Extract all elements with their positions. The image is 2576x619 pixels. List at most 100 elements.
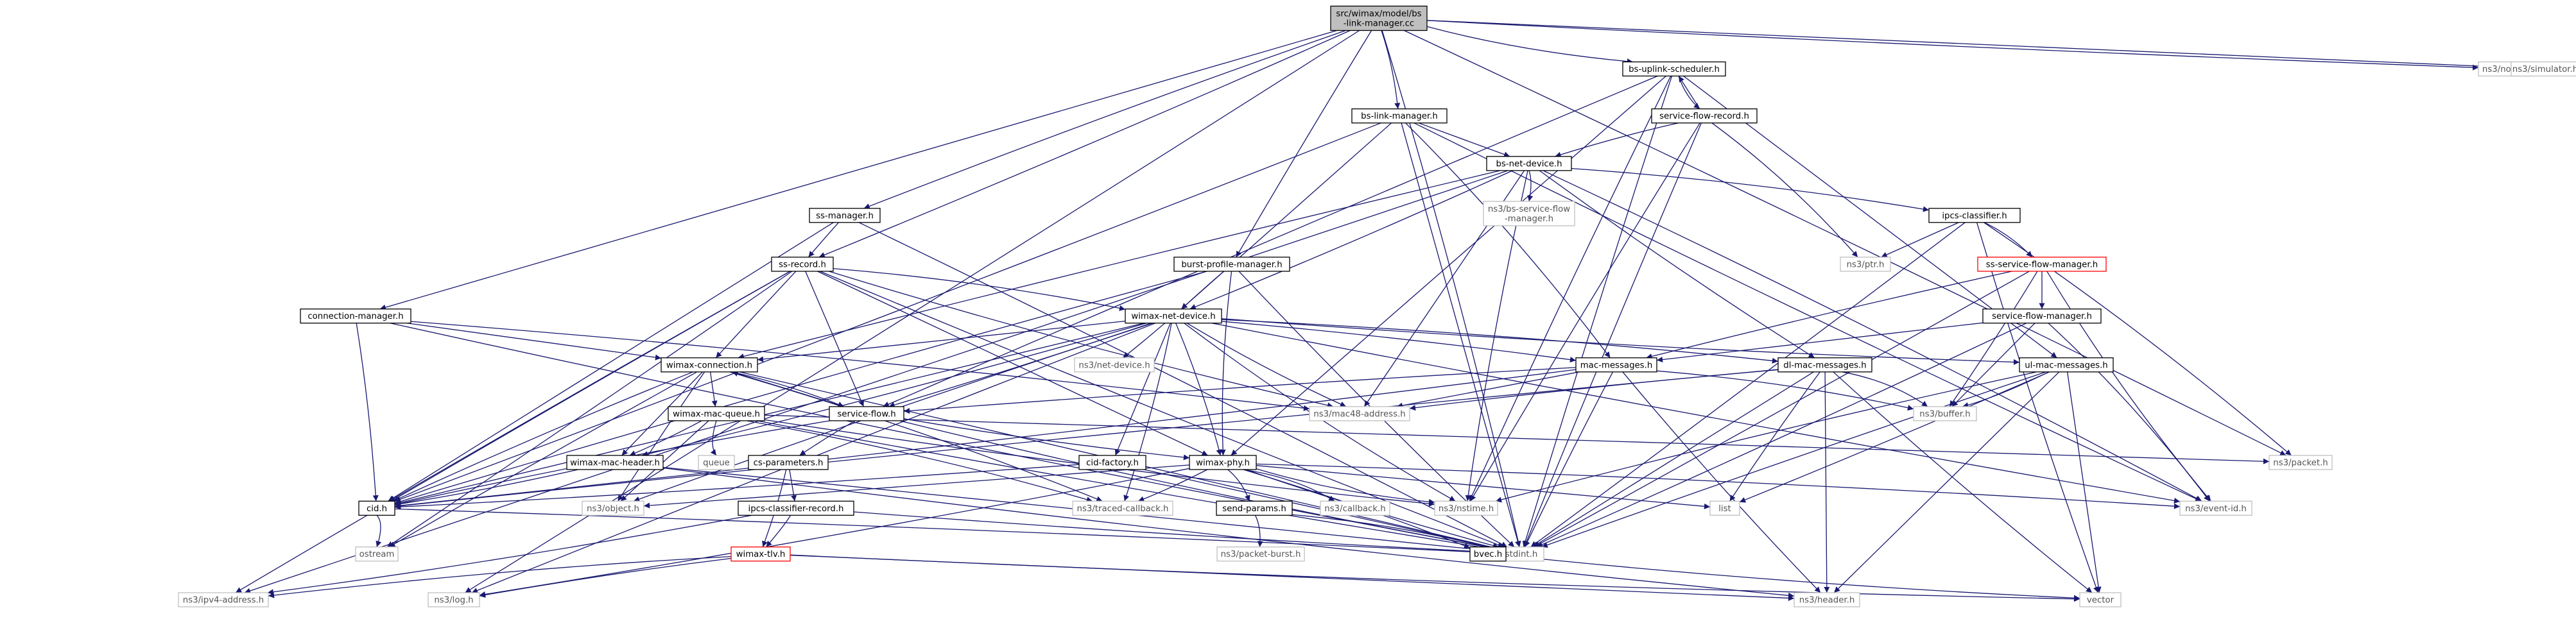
edge-mac-messages-h-to-ns3-mac48-address-h [1396, 371, 1580, 409]
node-connection-manager-h[interactable]: connection-manager.h [300, 309, 411, 324]
edge-ss-manager-h-to-cid-h [388, 222, 834, 502]
node-ns3-packet-h: ns3/packet.h [2269, 455, 2333, 470]
node-cid-h[interactable]: cid.h [358, 500, 395, 516]
node-box [1928, 208, 2021, 223]
edge-wimax-net-device-h-to-ul-mac-messages-h [1221, 318, 2020, 366]
node-box [1840, 257, 1891, 272]
edge-dl-mac-messages-h-to-ns3-header-h [1824, 371, 1830, 593]
edge-service-flow-record-h-to-bs-net-device-h [1555, 123, 1679, 158]
node-ns3-log-h: ns3/log.h [428, 592, 480, 607]
edge-bs-net-device-h-to-ns3-bs-service-flow-manager-h [1527, 170, 1534, 202]
edge-ul-mac-messages-h-to-ns3-buffer-h [1962, 371, 2049, 408]
edge-ul-mac-messages-h-to-stdint-h [1541, 371, 2046, 548]
node-cid-factory-h[interactable]: cid-factory.h [1078, 455, 1146, 470]
node-burst-profile-manager-h[interactable]: burst-profile-manager.h [1173, 257, 1290, 272]
node-ss-manager-h[interactable]: ss-manager.h [809, 208, 881, 223]
node-ipcs-classifier-h[interactable]: ipcs-classifier.h [1928, 208, 2021, 223]
node-cs-parameters-h[interactable]: cs-parameters.h [748, 455, 829, 470]
edge-ss-manager-h-to-stdint-h [858, 222, 1508, 548]
edge-root-to-connection-manager-h [379, 30, 1337, 310]
edge-dl-mac-messages-h-to-ns3-buffer-h [1842, 371, 1928, 407]
edge-connection-manager-h-to-ns3-mac48-address-h [410, 321, 1310, 411]
edge-ss-manager-h-to-ss-record-h [808, 222, 839, 258]
edge-wimax-net-device-h-to-ns3-net-device-h [1122, 323, 1166, 359]
edge-wimax-phy-h-to-ns3-object-h [643, 464, 1190, 509]
node-box [809, 208, 881, 223]
node-wimax-tlv-h[interactable]: wimax-tlv.h [730, 547, 791, 562]
edge-mac-messages-h-to-service-flow-h [903, 367, 1577, 414]
node-service-flow-record-h[interactable]: service-flow-record.h [1651, 108, 1758, 124]
node-ns3-callback-h: ns3/callback.h [1320, 500, 1390, 516]
edge-bs-uplink-scheduler-h-to-stdint-h [1522, 76, 1673, 547]
node-dl-mac-messages-h[interactable]: dl-mac-messages.h [1777, 357, 1872, 373]
edge-service-flow-manager-h-to-stdint-h [1536, 323, 2027, 548]
node-box [566, 455, 664, 470]
node-wimax-mac-queue-h[interactable]: wimax-mac-queue.h [668, 406, 765, 421]
node-wimax-phy-h[interactable]: wimax-phy.h [1189, 455, 1257, 470]
node-label: send-params.h [1222, 504, 1286, 514]
node-label: ul-mac-messages.h [2025, 360, 2107, 370]
edge-wimax-mac-header-h-to-cid-h [394, 469, 578, 507]
node-box [178, 592, 269, 607]
edge-wimax-mac-queue-h-to-ns3-object-h [620, 420, 709, 502]
node-box [1309, 406, 1410, 421]
node-wimax-mac-header-h[interactable]: wimax-mac-header.h [566, 455, 664, 470]
edge-wimax-mac-queue-h-to-queue [710, 420, 717, 456]
node-send-params-h[interactable]: send-params.h [1216, 500, 1293, 516]
edge-wimax-net-device-h-to-ns3-event-id-h [1211, 323, 2181, 504]
node-bvec-h[interactable]: bvec.h [1469, 547, 1507, 562]
edge-wimax-net-device-h-to-service-flow-h [888, 323, 1152, 408]
node-bs-net-device-h[interactable]: bs-net-device.h [1486, 156, 1572, 171]
node-bs-uplink-scheduler-h[interactable]: bs-uplink-scheduler.h [1622, 61, 1726, 77]
node-box [2079, 592, 2122, 607]
edge-ul-mac-messages-h-to-ns3-nstime-h [1495, 371, 2037, 503]
node-box [1173, 257, 1290, 272]
node-box [1189, 455, 1257, 470]
node-bs-link-manager-h[interactable]: bs-link-manager.h [1351, 108, 1448, 124]
node-mac-messages-h[interactable]: mac-messages.h [1575, 357, 1657, 373]
node-box [2179, 500, 2252, 516]
node-ss-service-flow-manager-h[interactable]: ss-service-flow-manager.h [1977, 257, 2107, 272]
edge-wimax-connection-h-to-cid-h [393, 371, 693, 502]
node-ul-mac-messages-h[interactable]: ul-mac-messages.h [2019, 357, 2114, 373]
edge-ss-service-flow-manager-h-to-ns3-event-id-h [2046, 271, 2211, 502]
node-label: bs-net-device.h [1496, 159, 1562, 169]
edge-ss-service-flow-manager-h-to-mac-messages-h [1646, 271, 2012, 359]
node-box [1575, 357, 1657, 373]
edge-wimax-mac-queue-h-to-stdint-h [756, 420, 1500, 552]
node-label: -link-manager.cc [1344, 19, 1415, 29]
node-service-flow-h[interactable]: service-flow.h [829, 406, 904, 421]
node-box [428, 592, 480, 607]
node-label: ns3/ipv4-address.h [183, 596, 264, 606]
node-box [582, 500, 644, 516]
node-box [1982, 309, 2102, 324]
node-box [1483, 201, 1575, 226]
node-label: service-flow-manager.h [1992, 312, 2092, 321]
node-root: src/wimax/model/bs-link-manager.cc [1330, 5, 1428, 31]
edge-wimax-tlv-h-to-vector [790, 554, 2080, 602]
node-wimax-net-device-h[interactable]: wimax-net-device.h [1125, 309, 1222, 324]
edge-wimax-net-device-h-to-ns3-mac48-address-h [1186, 323, 1347, 407]
edge-root-to-ss-manager-h [863, 30, 1346, 209]
edge-wimax-net-device-h-to-cid-factory-h [1114, 323, 1171, 456]
node-label: src/wimax/model/bs [1336, 10, 1421, 19]
node-label: ns3/mac48-address.h [1313, 409, 1405, 419]
node-label: service-flow-record.h [1659, 112, 1749, 121]
node-box [1777, 357, 1872, 373]
node-box [668, 406, 765, 421]
node-ipcs-classifier-record-h[interactable]: ipcs-classifier-record.h [738, 500, 854, 516]
node-box [2269, 455, 2333, 470]
edge-bs-link-manager-h-to-bs-net-device-h [1418, 123, 1510, 158]
node-service-flow-manager-h[interactable]: service-flow-manager.h [1982, 309, 2102, 324]
node-label: dl-mac-messages.h [1783, 360, 1866, 370]
edge-bs-net-device-h-to-ns3-event-id-h [1543, 170, 2202, 502]
node-box [771, 257, 834, 272]
node-label: bs-uplink-scheduler.h [1629, 65, 1720, 74]
node-box [1078, 455, 1146, 470]
node-label: ss-record.h [779, 260, 826, 269]
node-label: ns3/event-id.h [2185, 504, 2247, 514]
node-wimax-connection-h[interactable]: wimax-connection.h [661, 357, 758, 373]
node-ss-record-h[interactable]: ss-record.h [771, 257, 834, 272]
node-box [1330, 5, 1428, 31]
edge-ss-record-h-to-stdint-h [820, 271, 1504, 548]
